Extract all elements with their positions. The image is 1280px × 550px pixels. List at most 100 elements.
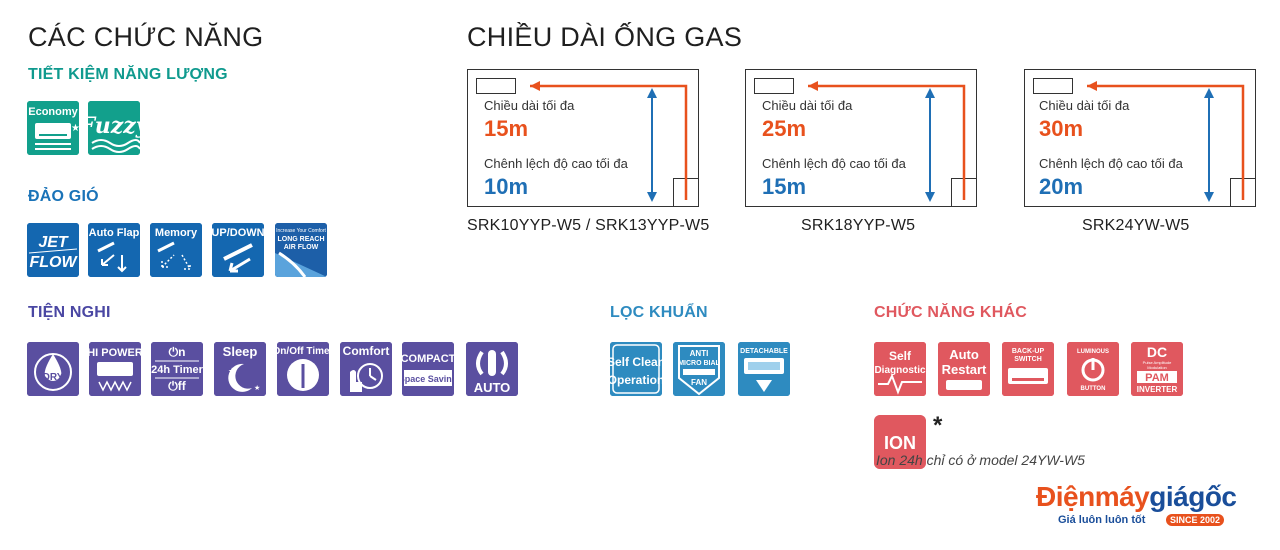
svg-text:Pulse Amplitude: Pulse Amplitude bbox=[1143, 360, 1172, 365]
svg-text:Sleep: Sleep bbox=[223, 344, 258, 359]
height-diff-label: Chênh lệch độ cao tối đa bbox=[1039, 156, 1183, 171]
max-length-label: Chiều dài tối đa bbox=[484, 98, 575, 113]
svg-text:AUTO: AUTO bbox=[474, 380, 511, 395]
svg-text:Modulation: Modulation bbox=[1147, 365, 1167, 370]
gas-panel-1: Chiều dài tối đa 15m Chênh lệch độ cao t… bbox=[467, 69, 699, 207]
svg-text:MICRO BIAL: MICRO BIAL bbox=[678, 360, 720, 367]
ion-asterisk: * bbox=[933, 412, 943, 439]
svg-text:JET: JET bbox=[38, 234, 69, 251]
pipe-diagram bbox=[530, 81, 688, 202]
detachable-icon: DETACHABLE bbox=[738, 342, 790, 396]
up-down-icon: UP/DOWN bbox=[212, 223, 264, 277]
svg-text:BACK-UP: BACK-UP bbox=[1012, 348, 1045, 355]
svg-text:PAM: PAM bbox=[1145, 372, 1169, 384]
backup-switch-icon: BACK-UP SWITCH bbox=[1002, 342, 1054, 396]
svg-text:Diagnostic: Diagnostic bbox=[874, 365, 926, 376]
height-diff-value: 10m bbox=[484, 174, 529, 199]
brand-name: Điệnmáygiágốc bbox=[1036, 482, 1237, 512]
jet-flow-icon: JET FLOW bbox=[27, 223, 79, 277]
height-diff-value: 15m bbox=[762, 174, 807, 199]
memory-flap-icon: Memory bbox=[150, 223, 202, 277]
svg-text:DC: DC bbox=[1147, 344, 1167, 360]
svg-text:LONG REACH: LONG REACH bbox=[277, 236, 324, 243]
svg-text:Economy: Economy bbox=[28, 106, 78, 118]
svg-text:★: ★ bbox=[71, 123, 79, 134]
svg-text:BUTTON: BUTTON bbox=[1081, 386, 1106, 392]
other-heading: CHỨC NĂNG KHÁC bbox=[874, 304, 1027, 321]
svg-text:Restart: Restart bbox=[942, 362, 987, 377]
ion-icon: ION bbox=[874, 415, 926, 469]
svg-text:Increase Your Comfort: Increase Your Comfort bbox=[276, 228, 326, 234]
sleep-icon: Sleep ★ ★ bbox=[214, 342, 266, 396]
brand-dien: iện bbox=[1055, 481, 1095, 512]
ion-note: Ion 24h chỉ có ở model 24YW-W5 bbox=[876, 452, 1085, 468]
pipe-diagram bbox=[1087, 81, 1245, 202]
svg-text:ANTI: ANTI bbox=[690, 349, 709, 358]
svg-text:AIR FLOW: AIR FLOW bbox=[284, 244, 319, 251]
svg-text:Memory: Memory bbox=[155, 227, 198, 239]
self-diagnostic-icon: Self Diagnostic bbox=[874, 342, 926, 396]
brand-gia: giá bbox=[1149, 481, 1189, 512]
svg-text:INVERTER: INVERTER bbox=[1137, 385, 1178, 394]
dry-icon: DRY bbox=[27, 342, 79, 396]
pipe-diagram bbox=[808, 81, 966, 202]
svg-text:LUMINOUS: LUMINOUS bbox=[1077, 349, 1109, 355]
gas-panel-3: Chiều dài tối đa 30m Chênh lệch độ cao t… bbox=[1024, 69, 1256, 207]
timer-icon: ⏻n 24h Timer ⏻ff bbox=[151, 342, 203, 396]
svg-text:Space Saving: Space Saving bbox=[402, 374, 454, 384]
auto-mode-icon: AUTO bbox=[466, 342, 518, 396]
brand-slogan: Giá luôn luôn tốt bbox=[1058, 514, 1146, 526]
hi-power-icon: HI POWER bbox=[89, 342, 141, 396]
svg-text:Self Clean: Self Clean bbox=[610, 355, 662, 369]
svg-text:DETACHABLE: DETACHABLE bbox=[740, 348, 788, 355]
max-length-value: 25m bbox=[762, 116, 807, 141]
compact-icon: COMPACT Space Saving bbox=[402, 342, 454, 396]
auto-flap-icon: Auto Flap bbox=[88, 223, 140, 277]
brand-may: máy bbox=[1094, 481, 1150, 512]
indoor-unit-icon bbox=[754, 78, 794, 94]
filter-heading: LỌC KHUẨN bbox=[610, 304, 708, 321]
swing-heading: ĐẢO GIÓ bbox=[28, 188, 99, 205]
on-off-timer-icon: On/Off Timer bbox=[277, 342, 329, 396]
brand-logo: Điệnmáygiágốc Giá luôn luôn tốt SINCE 20… bbox=[1036, 482, 1246, 530]
svg-text:Comfort: Comfort bbox=[343, 344, 390, 358]
model-name-1: SRK10YYP-W5 / SRK13YYP-W5 bbox=[467, 217, 710, 234]
brand-goc: gốc bbox=[1188, 481, 1237, 512]
max-length-label: Chiều dài tối đa bbox=[762, 98, 853, 113]
gas-panel-2: Chiều dài tối đa 25m Chênh lệch độ cao t… bbox=[745, 69, 977, 207]
svg-text:Self: Self bbox=[889, 349, 912, 363]
svg-text:ION: ION bbox=[884, 433, 916, 453]
indoor-unit-icon bbox=[476, 78, 516, 94]
svg-text:HI POWER: HI POWER bbox=[89, 347, 141, 359]
comfort-heading: TIỆN NGHI bbox=[28, 304, 111, 321]
model-name-3: SRK24YW-W5 bbox=[1082, 217, 1190, 234]
long-reach-icon: Increase Your Comfort LONG REACH AIR FLO… bbox=[275, 223, 327, 277]
svg-text:⏻n: ⏻n bbox=[169, 345, 186, 359]
economy-icon: Economy ★ bbox=[27, 101, 79, 155]
svg-text:Fuzzy: Fuzzy bbox=[88, 113, 140, 139]
auto-restart-icon: Auto Restart bbox=[938, 342, 990, 396]
svg-text:★: ★ bbox=[228, 366, 236, 376]
svg-text:COMPACT: COMPACT bbox=[402, 353, 454, 365]
energy-heading: TIẾT KIỆM NĂNG LƯỢNG bbox=[28, 66, 228, 83]
comfort-icon: Comfort bbox=[340, 342, 392, 396]
height-diff-label: Chênh lệch độ cao tối đa bbox=[762, 156, 906, 171]
svg-text:Auto: Auto bbox=[949, 347, 979, 362]
brand-d: Đ bbox=[1036, 481, 1056, 512]
max-length-value: 15m bbox=[484, 116, 529, 141]
self-clean-icon: Self Clean Operation bbox=[610, 342, 662, 396]
svg-text:Auto Flap: Auto Flap bbox=[89, 227, 140, 239]
luminous-button-icon: LUMINOUS BUTTON bbox=[1067, 342, 1119, 396]
svg-text:Operation: Operation bbox=[610, 373, 662, 387]
model-name-2: SRK18YYP-W5 bbox=[801, 217, 916, 234]
anti-microbial-icon: ANTI MICRO BIAL FAN bbox=[673, 342, 725, 396]
svg-text:24h Timer: 24h Timer bbox=[151, 364, 203, 376]
svg-text:FAN: FAN bbox=[691, 378, 707, 387]
svg-text:DRY: DRY bbox=[43, 372, 64, 383]
svg-text:★: ★ bbox=[254, 384, 260, 392]
svg-text:UP/DOWN: UP/DOWN bbox=[212, 227, 264, 239]
svg-text:On/Off Timer: On/Off Timer bbox=[277, 346, 329, 357]
features-title: CÁC CHỨC NĂNG bbox=[28, 22, 264, 52]
max-length-value: 30m bbox=[1039, 116, 1084, 141]
max-length-label: Chiều dài tối đa bbox=[1039, 98, 1130, 113]
